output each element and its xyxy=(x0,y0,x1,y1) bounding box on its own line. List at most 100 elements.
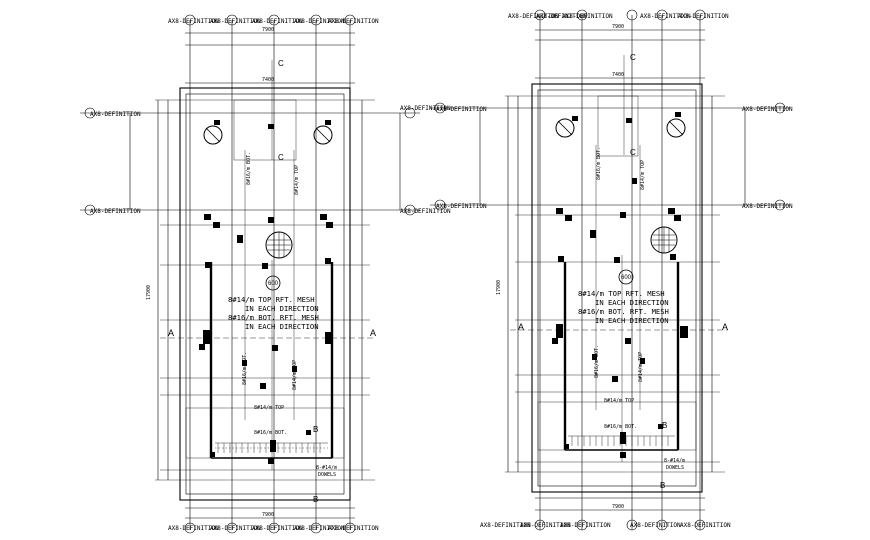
rebar-mark xyxy=(326,222,333,228)
pile-hatch xyxy=(205,127,221,143)
axis-bubble xyxy=(404,204,416,216)
rebar-mark xyxy=(670,254,676,260)
rebar-mark xyxy=(626,118,632,123)
pile-symbol xyxy=(203,125,223,145)
axis-label: AX8-DEFINITION xyxy=(536,13,587,20)
section-b-label: B xyxy=(313,425,318,434)
axis-bubble xyxy=(268,522,280,534)
rebar-mark xyxy=(674,215,681,221)
rebar-mark xyxy=(325,120,331,125)
axis-label: AX8-DEFINITION xyxy=(400,208,451,215)
dowel-sublabel: DOWELS xyxy=(666,465,684,471)
section-a-label: A xyxy=(370,328,376,338)
axis-label: AX8-DEFINITION xyxy=(480,522,531,529)
rebar-mark xyxy=(564,444,569,449)
rebar-mark xyxy=(204,214,211,220)
axis-bubble xyxy=(268,14,280,26)
note-line: IN EACH DIRECTION xyxy=(245,322,319,331)
axis-label: AX8-DEFINITION xyxy=(328,18,379,25)
left-rebar-marks xyxy=(199,120,333,464)
pile-symbol xyxy=(666,118,686,138)
column-zone xyxy=(233,99,297,161)
axis-bubble xyxy=(774,102,786,114)
pile-size-label: 600 xyxy=(621,275,632,281)
section-b-label: B xyxy=(313,495,318,504)
axis-label: AX8-DEFINITION xyxy=(640,13,691,20)
axis-bubble xyxy=(534,9,546,21)
axis-label: AX8-DEFINITION xyxy=(210,18,261,25)
axis-bubble xyxy=(694,9,706,21)
overall-dimension: 7900 xyxy=(612,24,624,30)
rebar-mark xyxy=(268,458,274,464)
axis-bubble xyxy=(434,199,446,211)
section-b-label: B xyxy=(662,421,667,430)
axis-label: AX8-DEFINITION xyxy=(90,208,141,215)
axis-bubble xyxy=(774,199,786,211)
note-line: IN EACH DIRECTION xyxy=(595,316,669,325)
vert-rebar-label: 8#16/m BOT. xyxy=(242,352,248,385)
pile-symbol xyxy=(555,118,575,138)
axis-label: AX8-DEFINITION xyxy=(678,13,729,20)
rebar-mark xyxy=(214,120,220,125)
rebar-mark xyxy=(640,358,645,364)
axis-label: AX8-DEFINITION xyxy=(328,525,379,532)
footing-outline xyxy=(531,83,703,493)
rebar-mark xyxy=(268,124,274,129)
rebar-top-label: 8#14/m TOP xyxy=(604,398,634,404)
axis-bubble xyxy=(626,519,638,531)
rebar-mark xyxy=(270,440,276,452)
note-line: 8#16/m BOT. RFT. MESH xyxy=(578,307,669,316)
rebar-mark xyxy=(614,257,620,263)
axis-bubble xyxy=(184,522,196,534)
rebar-mark xyxy=(213,222,220,228)
axis-label: AX8-DEFINITION xyxy=(742,106,793,113)
rebar-mark xyxy=(625,338,631,344)
axis-label: AX8-DEFINITION xyxy=(562,13,613,20)
footing-outline xyxy=(179,87,351,501)
rebar-mark xyxy=(612,376,618,382)
pile-size-label: 600 xyxy=(268,281,279,287)
axis-bubble xyxy=(84,204,96,216)
section-a-label: A xyxy=(168,328,174,338)
rebar-mark xyxy=(556,324,563,338)
section-c-label: C xyxy=(630,148,636,157)
dowel-label: 8-#14/m xyxy=(664,458,685,464)
pile-hatch xyxy=(557,120,573,136)
axis-bubble xyxy=(434,102,446,114)
rebar-mark xyxy=(620,432,626,444)
vert-rebar-label: 8#14/m TOP xyxy=(294,165,300,195)
rebar-mark xyxy=(572,116,578,121)
section-c-label: C xyxy=(278,59,284,68)
vert-rebar-label: 8#16/m BOT. xyxy=(594,345,600,378)
axis-label: AX8-DEFINITION xyxy=(742,203,793,210)
column-hatch xyxy=(652,227,676,253)
rebar-mark xyxy=(620,212,626,218)
axis-bubble xyxy=(656,519,668,531)
rebar-mark xyxy=(242,360,247,366)
width-dimension: 7400 xyxy=(262,77,274,83)
rebar-mark xyxy=(565,215,572,221)
height-dimension: 17900 xyxy=(146,285,152,300)
axis-bubble xyxy=(576,519,588,531)
axis-label: AX8-DEFINITION xyxy=(168,18,219,25)
width-dimension: 7400 xyxy=(612,72,624,78)
axis-label: AX8-DEFINITION xyxy=(252,18,303,25)
note-line: IN EACH DIRECTION xyxy=(245,304,319,313)
vert-rebar-label: 8#16/m BOT. xyxy=(246,152,252,185)
section-c-label: C xyxy=(630,53,636,62)
axis-bubble xyxy=(344,14,356,26)
section-c-label: C xyxy=(278,153,284,162)
axis-bubble xyxy=(626,9,638,21)
axis-label: AX8-DEFINITION xyxy=(560,522,611,529)
rebar-mark xyxy=(590,230,596,238)
rebar-mark xyxy=(592,354,597,360)
rebar-mark xyxy=(325,258,331,264)
left-foundation-plan xyxy=(80,14,420,534)
note-line: 8#14/m TOP RFT. MESH xyxy=(228,295,315,304)
note-line: 8#16/m BOT. RFT. MESH xyxy=(228,313,319,322)
axis-label: AX8-DEFINITION xyxy=(210,525,261,532)
vert-rebar-label: 8#14/m TOP xyxy=(292,360,298,390)
axis-label: AX8-DEFINITION xyxy=(436,106,487,113)
